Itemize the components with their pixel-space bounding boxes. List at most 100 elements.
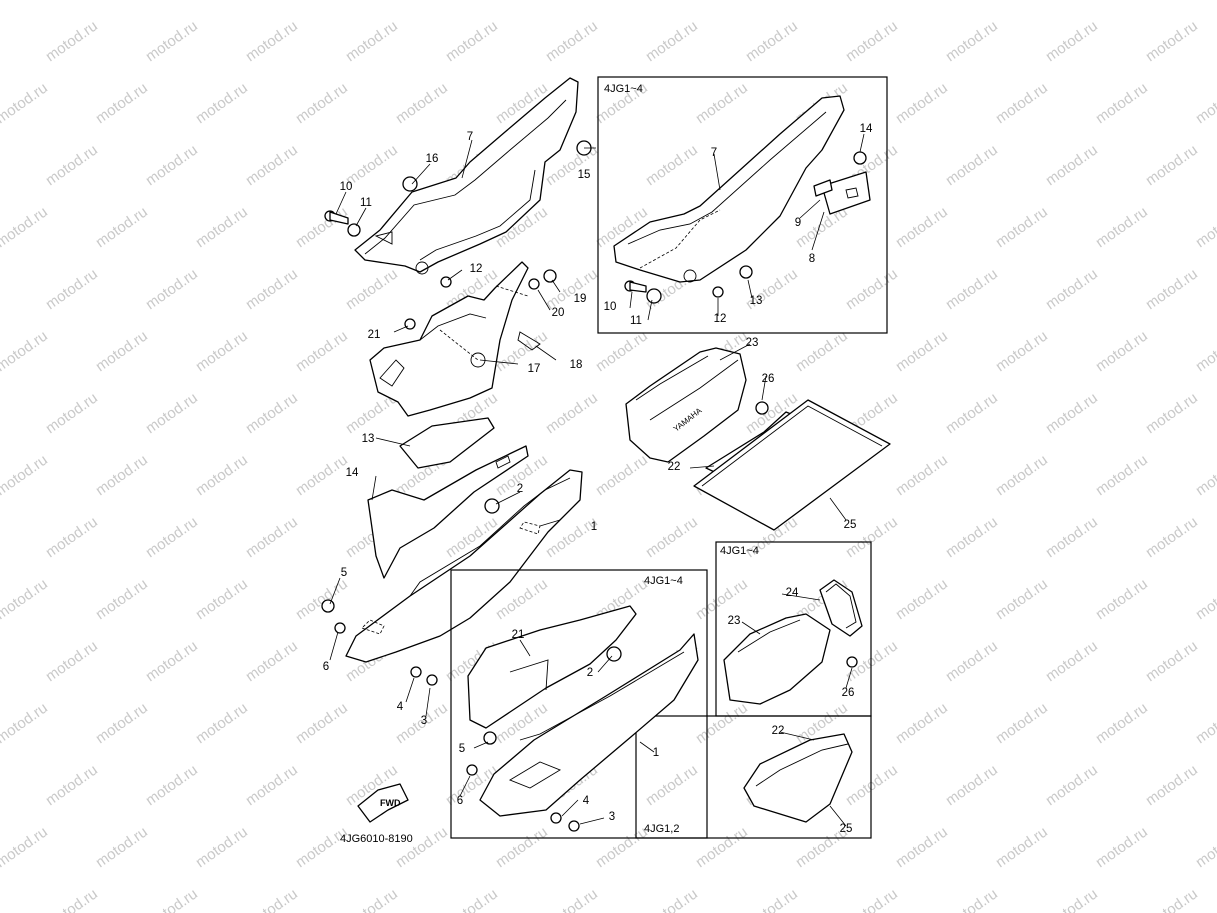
watermark-text: motod.ru: [93, 0, 151, 3]
watermark-text: motod.ru: [943, 141, 1001, 189]
bag-callout-26: 26: [762, 373, 775, 385]
watermark-text: motod.ru: [243, 885, 301, 913]
watermark-text: motod.ru: [0, 327, 51, 375]
watermark-text: motod.ru: [293, 327, 351, 375]
watermark-text: motod.ru: [893, 327, 951, 375]
watermark-text: motod.ru: [693, 823, 751, 871]
watermark-text: motod.ru: [243, 141, 301, 189]
watermark-text: motod.ru: [893, 203, 951, 251]
box1-callout-9: 9: [795, 217, 801, 229]
box3-callout-26: 26: [842, 687, 855, 699]
watermark-text: motod.ru: [743, 885, 801, 913]
box-4jg1-2: [635, 715, 872, 839]
watermark-text: motod.ru: [1143, 885, 1201, 913]
callout-19: 20: [552, 307, 565, 319]
watermark-text: motod.ru: [693, 575, 751, 623]
watermark-text: motod.ru: [193, 79, 251, 127]
watermark-text: motod.ru: [493, 0, 551, 3]
side-cover-upper: [354, 77, 579, 275]
watermark-text: motod.ru: [943, 17, 1001, 65]
watermark-text: motod.ru: [1143, 761, 1201, 809]
watermark-text: motod.ru: [143, 637, 201, 685]
watermark-text: motod.ru: [0, 885, 1, 913]
watermark-text: motod.ru: [1093, 203, 1151, 251]
watermark-text: motod.ru: [843, 885, 901, 913]
box2-callout-5: 5: [459, 743, 465, 755]
watermark-text: motod.ru: [1143, 141, 1201, 189]
watermark-text: motod.ru: [1143, 637, 1201, 685]
callout-17: 18: [570, 359, 583, 371]
watermark-text: motod.ru: [493, 823, 551, 871]
watermark-text: motod.ru: [0, 451, 51, 499]
watermark-text: motod.ru: [93, 575, 151, 623]
watermark-text: motod.ru: [993, 203, 1051, 251]
watermark-text: motod.ru: [893, 0, 951, 3]
tool-bag-alt: [723, 579, 863, 705]
watermark-text: motod.ru: [193, 327, 251, 375]
watermark-text: motod.ru: [1043, 17, 1101, 65]
box4-callout-25: 25: [840, 823, 853, 835]
box-4jg1-4-top: [597, 76, 888, 334]
watermark-text: motod.ru: [393, 79, 451, 127]
watermark-text: motod.ru: [393, 823, 451, 871]
callout-20: 21: [368, 329, 381, 341]
watermark-text: motod.ru: [0, 761, 1, 809]
watermark-text: motod.ru: [943, 389, 1001, 437]
watermark-text: motod.ru: [193, 203, 251, 251]
watermark-text: motod.ru: [893, 575, 951, 623]
callout-12: 12: [470, 263, 483, 275]
callout-21: 14: [346, 467, 359, 479]
box2-callout-4: 4: [583, 795, 590, 807]
watermark-text: motod.ru: [1193, 451, 1217, 499]
box-top-right-label: 4JG1~4: [604, 83, 643, 95]
watermark-text: motod.ru: [1093, 0, 1151, 3]
watermark-text: motod.ru: [43, 141, 101, 189]
watermark-text: motod.ru: [293, 203, 351, 251]
box2-callout-3: 3: [609, 811, 615, 823]
side-cover-lower-alt: [466, 605, 699, 832]
watermark-text: motod.ru: [1043, 265, 1101, 313]
box-4jg1-4-bottom: [450, 569, 708, 839]
watermark-text: motod.ru: [1093, 699, 1151, 747]
watermark-text: motod.ru: [93, 699, 151, 747]
watermark-text: motod.ru: [793, 203, 851, 251]
watermark-text: motod.ru: [943, 885, 1001, 913]
watermark-text: motod.ru: [43, 885, 101, 913]
box2-callout-1: 1: [653, 747, 659, 759]
watermark-text: motod.ru: [1193, 575, 1217, 623]
watermark-text: motod.ru: [543, 17, 601, 65]
watermark-text: motod.ru: [843, 17, 901, 65]
watermark-text: motod.ru: [293, 575, 351, 623]
watermark-text: motod.ru: [643, 17, 701, 65]
watermark-text: motod.ru: [0, 637, 1, 685]
watermark-text: motod.ru: [1193, 203, 1217, 251]
watermark-text: motod.ru: [443, 17, 501, 65]
watermark-text: motod.ru: [993, 451, 1051, 499]
watermark-text: motod.ru: [393, 0, 451, 3]
watermark-text: motod.ru: [943, 637, 1001, 685]
watermark-text: motod.ru: [1043, 637, 1101, 685]
fasteners-upper: [324, 140, 592, 351]
tool-pouch-alt: [743, 733, 853, 823]
watermark-text: motod.ru: [293, 823, 351, 871]
watermark-text: motod.ru: [1193, 79, 1217, 127]
callout-2: 2: [517, 483, 523, 495]
watermark-text: motod.ru: [0, 575, 51, 623]
side-plate-21: [367, 445, 529, 579]
watermark-text: motod.ru: [543, 389, 601, 437]
watermark-text: motod.ru: [193, 0, 251, 3]
watermark-text: motod.ru: [993, 0, 1051, 3]
box1-callout-13: 14: [860, 123, 873, 135]
watermark-text: motod.ru: [43, 637, 101, 685]
fwd-label: FWD: [380, 798, 401, 808]
watermark-text: motod.ru: [0, 141, 1, 189]
fwd-arrow: FWD: [357, 783, 409, 823]
watermark-text: motod.ru: [1093, 79, 1151, 127]
watermark-text: motod.ru: [0, 699, 51, 747]
callout-3: 3: [421, 715, 427, 727]
callout-13: 15: [578, 169, 591, 181]
side-cover-lower: [321, 469, 583, 686]
box3-callout-24: 24: [786, 587, 799, 599]
callout-14: 16: [426, 153, 439, 165]
watermark-text: motod.ru: [143, 141, 201, 189]
